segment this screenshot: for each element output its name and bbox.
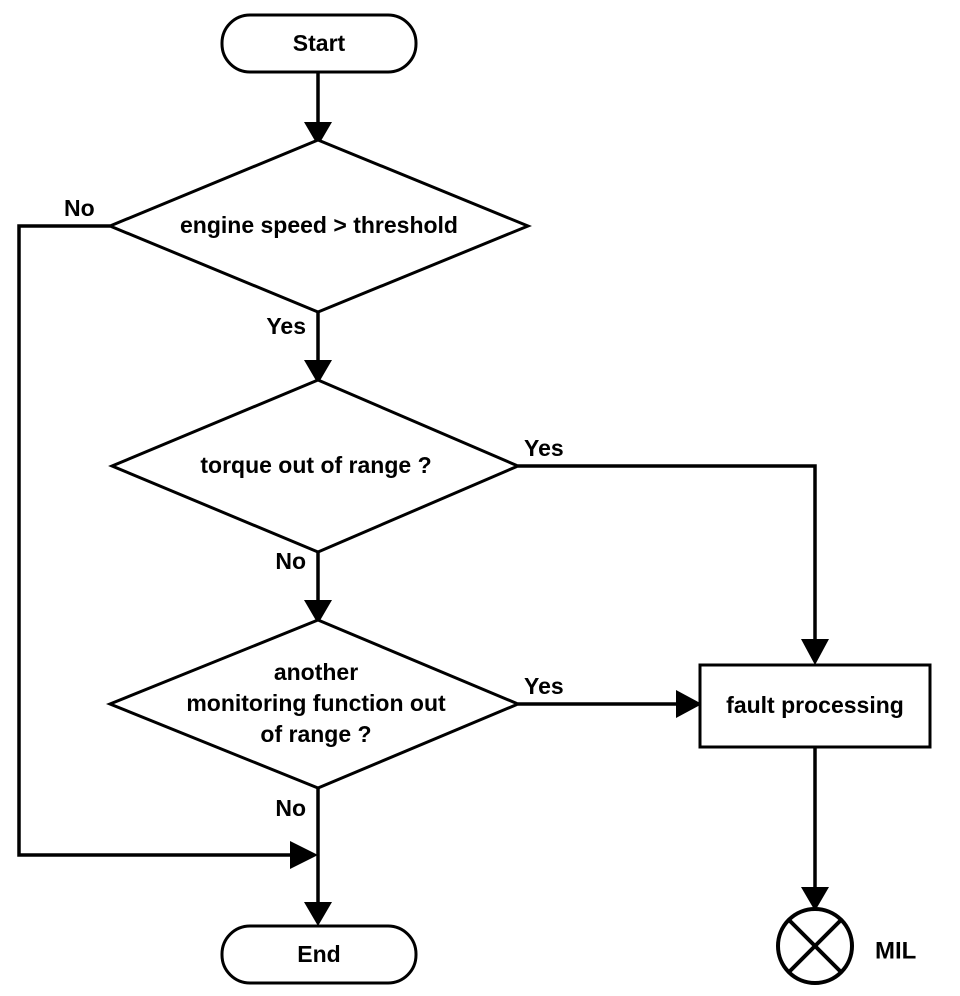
node-mil-lamp[interactable]: MIL [776,907,916,985]
node-decision-engine-speed-label: engine speed > threshold [180,212,458,238]
edge-torque-yes-to-fault [518,464,829,665]
node-end[interactable]: End [220,924,418,985]
node-decision-other-monitoring-label-line3: of range ? [260,721,371,747]
node-decision-other-monitoring-label-line2: monitoring function out [186,690,446,716]
mil-cross-icon-2 [787,918,843,974]
edge-label-torque-yes: Yes [524,435,564,461]
node-mil-label: MIL [875,937,916,964]
edge-fault-to-mil [801,747,829,911]
node-decision-torque[interactable]: torque out of range ? [108,378,522,554]
node-start-label: Start [293,30,346,56]
edge-label-speed-no: No [64,195,95,221]
edge-label-torque-no: No [275,548,306,574]
node-decision-other-monitoring-label-line1: another [274,659,358,685]
edge-label-other-no: No [275,795,306,821]
edge-speed-yes-to-torque [304,312,332,384]
node-fault-processing[interactable]: fault processing [698,663,932,749]
node-decision-other-monitoring[interactable]: another monitoring function out of range… [105,618,522,790]
edge-start-to-speed [304,72,332,146]
node-end-label: End [297,941,340,967]
node-decision-engine-speed[interactable]: engine speed > threshold [106,138,532,314]
edge-label-speed-yes: Yes [266,313,306,339]
edge-label-other-yes: Yes [524,673,564,699]
edge-other-no-to-end [304,788,332,926]
edge-other-yes-to-fault [518,690,702,718]
edge-speed-no-loop [17,224,318,869]
edge-torque-no-to-other [304,552,332,624]
node-start[interactable]: Start [220,13,418,74]
node-decision-torque-label: torque out of range ? [200,452,431,478]
node-fault-processing-label: fault processing [726,692,904,718]
